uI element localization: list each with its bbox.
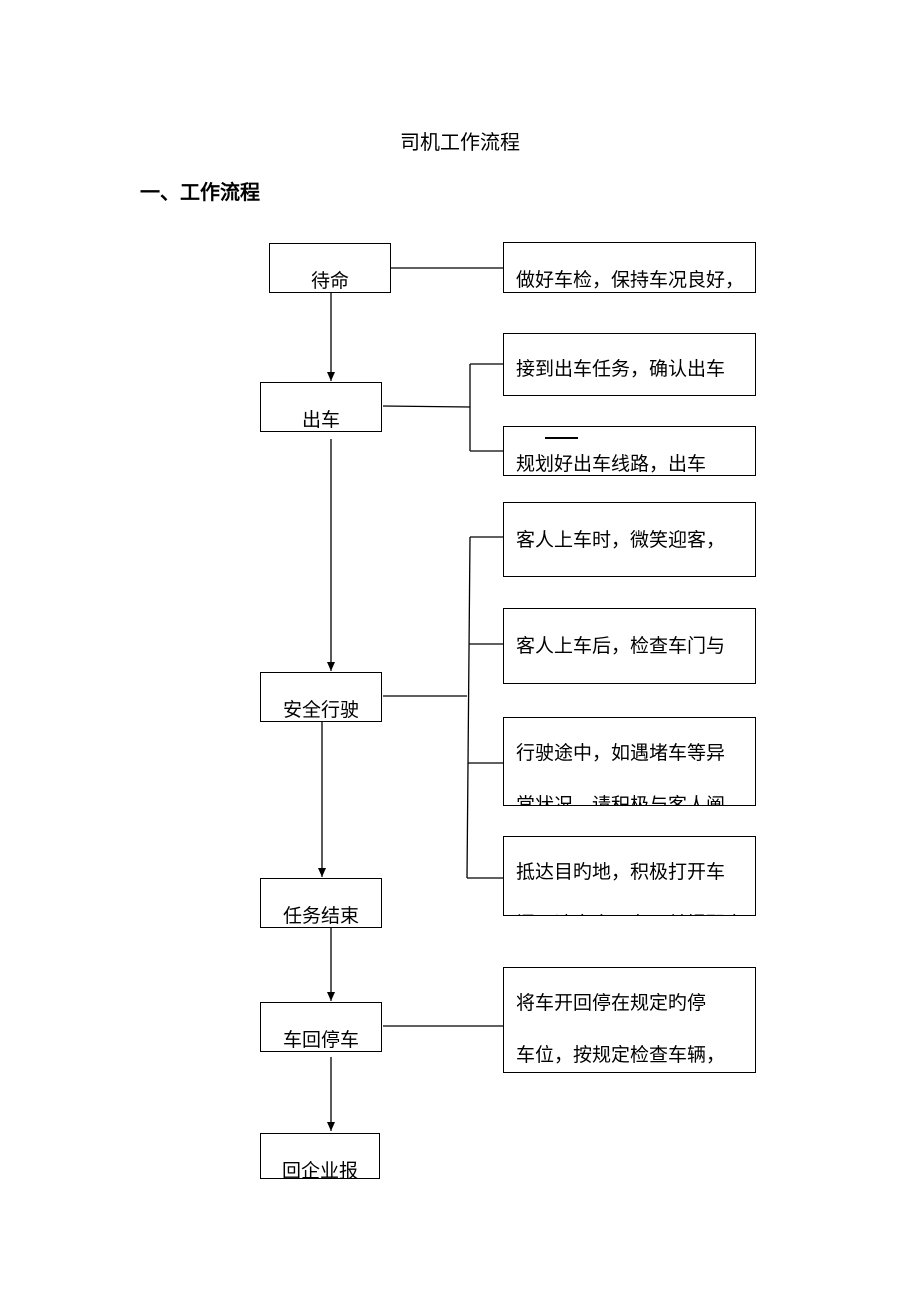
note-standby: 做好车检，保持车况良好， (503, 242, 756, 293)
step-safe-driving: 安全行驶 (260, 672, 382, 722)
note-drive-jam-line2: 常状况，请积极与客人阐 (516, 794, 726, 806)
note-depart-route-text: 规划好出车线路，出车 (516, 453, 707, 475)
note-park-line2: 车位，按规定检查车辆， (516, 1044, 726, 1066)
step-report-company: 回企业报 (260, 1133, 380, 1179)
note-park: 将车开回停在规定旳停 车位，按规定检查车辆， (503, 967, 756, 1073)
note-depart-confirm: 接到出车任务，确认出车 (503, 333, 756, 396)
step-task-complete: 任务结束 (260, 878, 382, 928)
step-depart: 出车 (260, 382, 382, 432)
step-return-parking-label: 车回停车 (282, 1029, 359, 1051)
note-drive-arrive-line2: 门，请客人下车，并提醒客 (504, 898, 755, 915)
note-depart-confirm-text: 接到出车任务，确认出车 (516, 358, 726, 380)
overline-mark (545, 437, 578, 439)
page-title: 司机工作流程 (400, 130, 520, 154)
section-heading: 一、工作流程 (140, 180, 260, 204)
step-standby: 待命 (269, 243, 391, 293)
note-drive-arrive: 抵达目旳地，积极打开车 门，请客人下车，并提醒客 (503, 836, 756, 916)
note-drive-arrive-line1: 抵达目旳地，积极打开车 (516, 861, 726, 883)
note-drive-check: 客人上车后，检查车门与 (503, 608, 756, 684)
note-drive-greet: 客人上车时，微笑迎客， (503, 502, 756, 577)
connector-depart (382, 405, 471, 408)
step-return-parking: 车回停车 (260, 1002, 382, 1052)
step-report-company-label: 回企业报 (281, 1160, 358, 1179)
note-park-line1: 将车开回停在规定旳停 (516, 992, 707, 1014)
note-drive-check-text: 客人上车后，检查车门与 (516, 635, 726, 657)
step-safe-driving-label: 安全行驶 (282, 699, 359, 721)
step-depart-label: 出车 (301, 409, 340, 431)
note-drive-greet-text: 客人上车时，微笑迎客， (516, 529, 726, 551)
note-depart-route: 规划好出车线路，出车 (503, 426, 756, 476)
note-standby-text: 做好车检，保持车况良好， (516, 269, 745, 291)
note-drive-jam-line1: 行驶途中，如遇堵车等异 (516, 742, 726, 764)
note-drive-jam: 行驶途中，如遇堵车等异 常状况，请积极与客人阐 (503, 717, 756, 806)
step-standby-label: 待命 (310, 270, 349, 292)
step-task-complete-label: 任务结束 (282, 905, 359, 927)
